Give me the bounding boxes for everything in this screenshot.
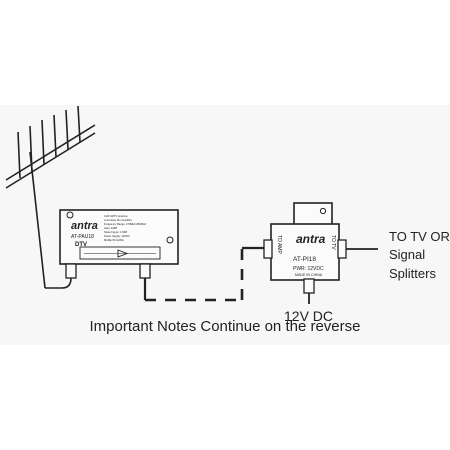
to-tv-label: TO TV OR — [389, 229, 450, 244]
inserter-top-connector — [293, 202, 333, 226]
mount-hole-right — [166, 236, 174, 244]
amplifier-circuit-panel — [79, 246, 161, 260]
amplifier-input-connector — [65, 263, 77, 279]
amplifier-spec-1: UHF HDTV Antenna — [104, 214, 128, 218]
splitters-label: Splitters — [389, 266, 436, 281]
inserter-right-port — [337, 239, 347, 259]
power-inserter-unit: antra AT-PI18 PWR: 12VDC MADE IN CHINA T… — [263, 202, 347, 294]
inserter-left-port-label: TO AMP — [276, 235, 282, 254]
signal-label: Signal — [389, 247, 425, 262]
antenna-icon — [5, 105, 96, 289]
mount-hole-left — [66, 211, 74, 219]
amplifier-spec-5: Noise Figure: 1.5dB — [104, 230, 127, 234]
pre-amplifier-unit: antra AT-PAU18 DTV UHF HDTV Antenna Low … — [59, 209, 179, 279]
power-input-label: 12V DC — [284, 308, 333, 324]
inserter-origin: MADE IN CHINA — [295, 273, 323, 277]
amplifier-output-connector — [139, 263, 151, 279]
footer-note: Important Notes Continue on the reverse — [89, 318, 361, 335]
inserter-model: AT-PI18 — [293, 256, 316, 263]
inserter-right-port-label: TO TV — [330, 235, 336, 250]
amplifier-spec-7: MADE IN CHINA — [104, 238, 124, 242]
inserter-power-port — [303, 278, 315, 294]
amplifier-brand: antra — [71, 220, 98, 232]
amplifier-spec-4: Gain: 24dB — [104, 226, 117, 230]
amplifier-spec-3: Frequency Range: 470MHz-860MHz — [104, 222, 147, 226]
amplifier-model: AT-PAU18 — [71, 234, 94, 240]
inserter-power-rating: PWR: 12VDC — [293, 266, 324, 272]
inserter-brand: antra — [296, 232, 326, 246]
amplifier-spec-2: Low Noise Pre-Amplifier — [104, 218, 132, 222]
antenna-lead-wire — [61, 277, 72, 289]
amplifier-spec-6: Power Supply: 12VDC — [104, 234, 130, 238]
amplifier-badge: DTV — [75, 242, 87, 248]
coax-cable — [143, 246, 265, 302]
inserter-mount-hole — [319, 207, 327, 215]
inserter-left-port — [263, 239, 273, 259]
